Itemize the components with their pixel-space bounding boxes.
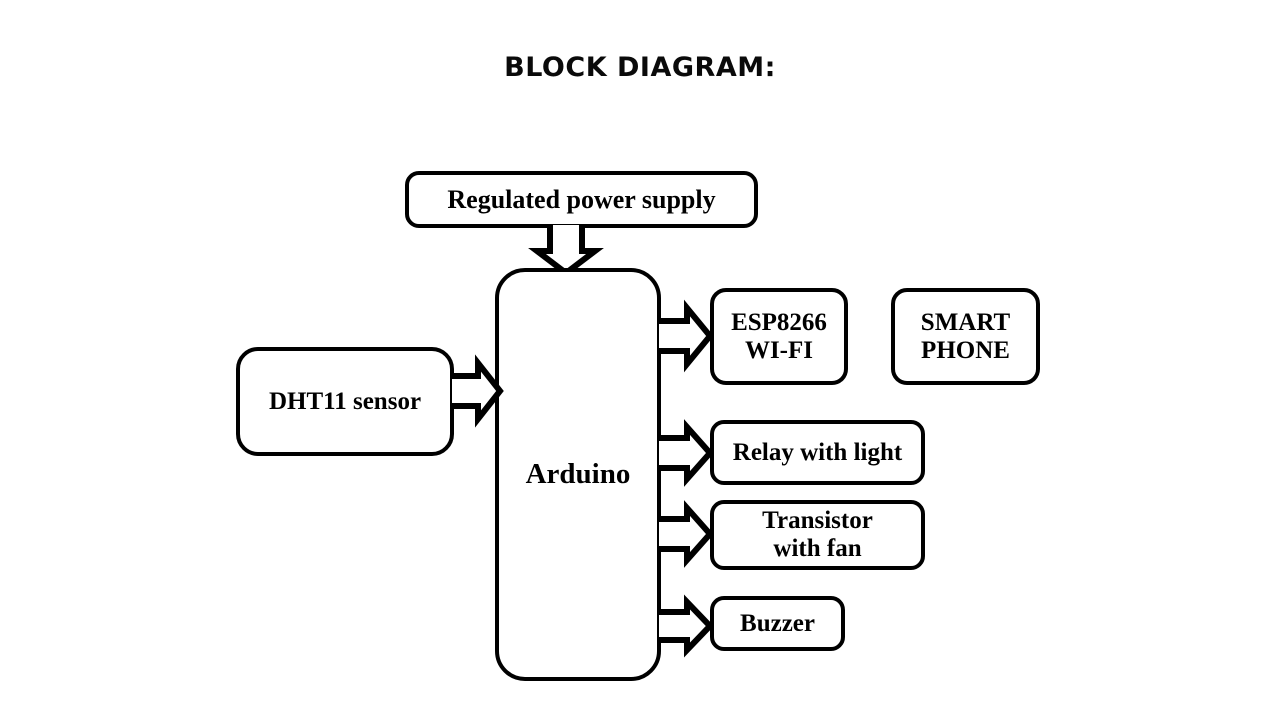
node-label-smart-phone: SMART PHONE [920, 308, 1011, 364]
node-transistor-with-fan[interactable]: Transistor with fan [710, 500, 925, 570]
arrow-dht11-to-arduino [452, 354, 504, 428]
node-buzzer[interactable]: Buzzer [710, 596, 845, 651]
node-label-esp8266-wifi: ESP8266 WI-FI [731, 308, 827, 364]
node-label-transistor-with-fan: Transistor with fan [762, 507, 873, 562]
arrow-arduino-to-relay [659, 419, 715, 487]
node-smart-phone[interactable]: SMART PHONE [891, 288, 1040, 385]
node-dht11-sensor[interactable]: DHT11 sensor [236, 347, 454, 456]
node-label-arduino: Arduino [525, 458, 631, 491]
node-regulated-power-supply[interactable]: Regulated power supply [405, 171, 758, 228]
node-label-buzzer: Buzzer [740, 609, 815, 637]
node-label-dht11-sensor: DHT11 sensor [268, 387, 422, 415]
node-label-relay-with-light: Relay with light [732, 438, 903, 466]
node-arduino[interactable]: Arduino [495, 268, 661, 681]
node-relay-with-light[interactable]: Relay with light [710, 420, 925, 485]
arrow-arduino-to-esp8266 [659, 299, 714, 373]
arrow-arduino-to-transistor [659, 500, 715, 568]
page-title: BLOCK DIAGRAM: [504, 52, 776, 83]
node-label-regulated-power-supply: Regulated power supply [447, 184, 716, 214]
arrow-arduino-to-buzzer [659, 594, 715, 658]
node-esp8266-wifi[interactable]: ESP8266 WI-FI [710, 288, 848, 385]
